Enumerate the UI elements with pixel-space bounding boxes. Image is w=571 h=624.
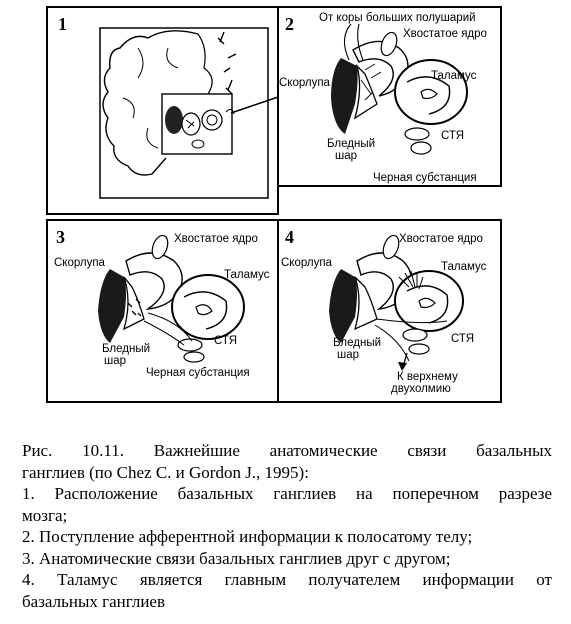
caption-item: 1. Расположение базальных ганглиев на по… (22, 484, 552, 503)
label-putamen: Скорлупа (281, 257, 332, 269)
thalamic-output-diagram (329, 234, 464, 371)
label-putamen: Скорлупа (279, 77, 330, 89)
label-colliculus-1: К верхнему (397, 371, 458, 383)
figure-caption: Рис. 10.11. Важнейшие анатомические связ… (22, 440, 552, 612)
caption-item: 2. Поступление афферентной информации к … (22, 527, 473, 546)
label-thalamus: Таламус (431, 70, 477, 82)
caption-title-cont: ганглиев (по Chez C. и Gordon J., 1995): (22, 462, 309, 482)
caption-item: мозга; (22, 505, 68, 525)
label-caudate: Хвостатое ядро (174, 233, 258, 245)
brain-section-illustration (99, 27, 269, 199)
panel-1: 1 (46, 6, 279, 215)
label-stn: СТЯ (451, 333, 474, 345)
label-pallidus-1: Бледный (333, 337, 382, 349)
panel-number: 2 (285, 14, 294, 34)
panel-number: 3 (56, 227, 65, 247)
label-stn: СТЯ (214, 335, 237, 347)
panel-number: 4 (285, 227, 294, 247)
basal-ganglia-afferent-diagram (331, 23, 468, 155)
panel-4: 4 Хвостатое ядро Скорлупа Таламус Бледны… (277, 219, 502, 403)
label-nigra: Черная субстанция (373, 172, 477, 184)
label-pallidus-2: шар (337, 349, 360, 361)
basal-ganglia-intrinsic-diagram (98, 234, 245, 363)
label-thalamus: Таламус (224, 269, 270, 281)
label-pallidus-2: шар (104, 355, 127, 367)
label-pallidus-1: Бледный (327, 138, 376, 150)
caption-item: 4. Таламус является главным получателем … (22, 570, 552, 589)
label-thalamus: Таламус (441, 261, 487, 273)
label-stn: СТЯ (441, 130, 464, 142)
panel-3: 3 Хвостатое ядро Скорлупа Таламус Бледны… (46, 219, 279, 403)
caption-item: базальных ганглиев (22, 591, 165, 611)
label-caudate: Хвостатое ядро (399, 233, 483, 245)
label-cortex: От коры больших полушарий (319, 12, 476, 24)
label-caudate: Хвостатое ядро (403, 28, 487, 40)
label-nigra: Черная субстанция (146, 367, 250, 379)
panel-number: 1 (58, 14, 67, 34)
label-putamen: Скорлупа (54, 257, 105, 269)
panel-2: 2 От коры больших полушарий Хвостатое яд… (277, 6, 502, 187)
label-pallidus-1: Бледный (102, 343, 151, 355)
label-pallidus-2: шар (335, 150, 358, 162)
caption-item: 3. Анатомические связи базальных ганглие… (22, 548, 451, 568)
caption-title: Рис. 10.11. Важнейшие анатомические связ… (22, 441, 552, 460)
label-colliculus-2: двухолмию (391, 383, 451, 395)
